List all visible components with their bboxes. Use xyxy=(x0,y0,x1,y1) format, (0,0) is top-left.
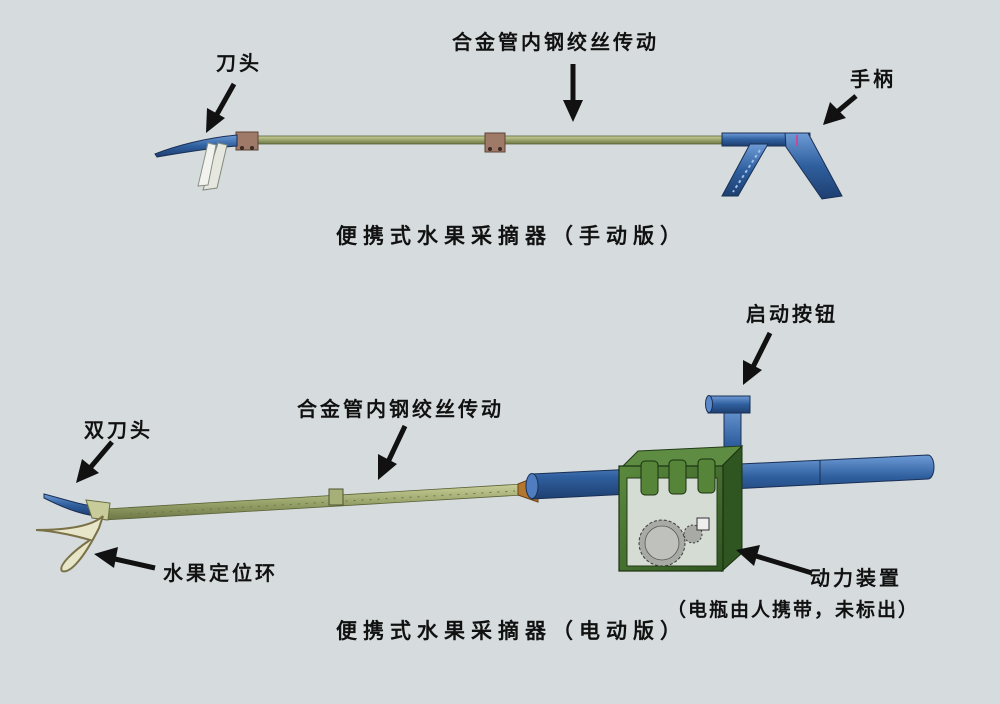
label-manual-transmission: 合金管内钢绞丝传动 xyxy=(452,30,659,54)
arrow-electric-tube xyxy=(378,424,408,480)
label-power-unit: 动力装置 xyxy=(810,566,902,590)
manual-picker xyxy=(154,131,843,200)
caption-electric: 便携式水果采摘器（电动版） xyxy=(336,619,687,643)
label-handle: 手柄 xyxy=(850,67,896,91)
electric-alloy-tube xyxy=(104,483,524,521)
label-positioning-ring: 水果定位环 xyxy=(163,561,278,585)
manual-tube-clamp xyxy=(235,131,259,151)
caption-manual: 便携式水果采摘器（手动版） xyxy=(336,224,687,248)
arrow-start-button xyxy=(743,331,773,385)
arrow-blade xyxy=(206,82,237,133)
label-electric-transmission: 合金管内钢绞丝传动 xyxy=(297,397,504,421)
fruit-positioning-ring xyxy=(35,515,104,573)
manual-tube-clamp xyxy=(484,132,506,153)
label-blade: 刀头 xyxy=(216,51,262,75)
arrow-positioning-ring xyxy=(94,547,156,571)
electric-tube-clamp xyxy=(328,488,344,506)
double-blade-head xyxy=(43,493,111,521)
arrow-power-unit xyxy=(736,545,813,576)
label-start-button: 启动按钮 xyxy=(746,302,838,326)
arrow-double-blade xyxy=(76,440,114,483)
label-double-blade: 双刀头 xyxy=(84,418,153,442)
callout-arrows xyxy=(76,64,858,576)
manual-blade-head xyxy=(154,134,238,191)
arrow-manual-tube xyxy=(563,64,583,122)
manual-handle xyxy=(721,132,843,200)
power-unit-box xyxy=(617,444,744,573)
electric-picker xyxy=(35,395,935,573)
arrow-handle xyxy=(823,94,858,125)
label-power-note: （电瓶由人携带，未标出） xyxy=(667,599,920,621)
